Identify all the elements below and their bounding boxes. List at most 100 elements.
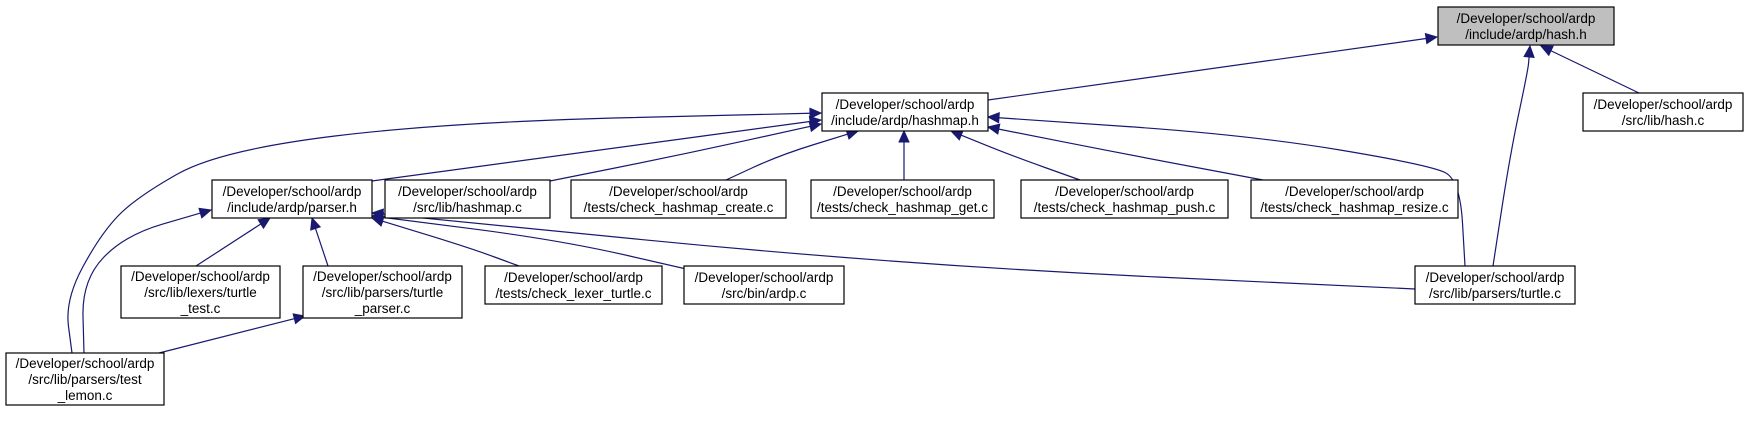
node-label-line: _parser.c (354, 301, 411, 316)
arrowhead (257, 217, 272, 230)
edge-line (371, 120, 811, 182)
node-box[interactable] (683, 265, 845, 305)
node-box[interactable] (484, 265, 663, 305)
edge-line (1492, 56, 1530, 267)
node-label-line: /tests/check_lexer_turtle.c (495, 286, 651, 301)
node-label-line: _lemon.c (57, 388, 113, 403)
node-label-line: /Developer/school/ardp (223, 184, 362, 199)
node-label-line: /Developer/school/ardp (504, 270, 643, 285)
edge-ardp_c-to-parser_h (370, 211, 696, 272)
node-box[interactable] (1020, 179, 1229, 219)
node-lexers_turtle_test[interactable]: /Developer/school/ardp/src/lib/lexers/tu… (120, 265, 281, 319)
node-label-line: /Developer/school/ardp (836, 97, 975, 112)
node-parsers_turtle_parser[interactable]: /Developer/school/ardp/src/lib/parsers/t… (302, 265, 463, 319)
node-label-line: /Developer/school/ardp (131, 269, 270, 284)
node-box[interactable] (120, 265, 281, 319)
edge-line (382, 216, 696, 272)
arrowhead (986, 112, 1000, 124)
arrowhead (1523, 44, 1535, 58)
node-label-line: /Developer/school/ardp (1426, 270, 1565, 285)
edge-parsers_turtle_c-to-parser_h (370, 208, 1416, 290)
node-label-line: /src/lib/parsers/turtle (322, 285, 444, 300)
edge-line (725, 133, 848, 181)
node-check_hashmap_push[interactable]: /Developer/school/ardp/tests/check_hashm… (1020, 179, 1229, 219)
node-parsers_turtle_c[interactable]: /Developer/school/ardp/src/lib/parsers/t… (1414, 265, 1576, 305)
node-box[interactable] (1250, 179, 1459, 219)
node-box[interactable] (211, 179, 373, 219)
node-label-line: /tests/check_hashmap_resize.c (1260, 200, 1449, 215)
node-hashmap_c[interactable]: /Developer/school/ardp/src/lib/hashmap.c (384, 179, 551, 219)
arrowhead (370, 208, 384, 220)
node-box[interactable] (1582, 92, 1744, 132)
edge-hashmap_h-to-hash_h (987, 32, 1439, 101)
node-label-line: /include/ardp/parser.h (227, 200, 357, 215)
node-box[interactable] (1437, 6, 1615, 46)
edge-line (1550, 50, 1640, 94)
node-label-line: /src/lib/hashmap.c (413, 200, 522, 215)
node-box[interactable] (570, 179, 787, 219)
arrowhead (1424, 32, 1439, 45)
edge-line (82, 212, 201, 354)
node-hash_h[interactable]: /Developer/school/ardp/include/ardp/hash… (1437, 6, 1615, 46)
arrowhead (310, 216, 322, 231)
node-hashmap_h[interactable]: /Developer/school/ardp/include/ardp/hash… (821, 92, 989, 132)
edge-hash_c-to-hash_h (1539, 45, 1640, 94)
arrowhead (986, 123, 1001, 135)
edge-line (549, 125, 811, 182)
edge-lexers_turtle_test-to-parser_h (195, 217, 272, 267)
node-box[interactable] (821, 92, 989, 132)
edge-check_hashmap_create-to-hashmap_h (725, 128, 860, 181)
node-label-line: /include/ardp/hash.h (1465, 27, 1587, 42)
node-parsers_test_lemon[interactable]: /Developer/school/ardp/src/lib/parsers/t… (5, 352, 165, 406)
node-box[interactable] (384, 179, 551, 219)
node-label-line: /tests/check_hashmap_create.c (584, 200, 774, 215)
arrowhead (949, 129, 964, 141)
node-ardp_c[interactable]: /Developer/school/ardp/src/bin/ardp.c (683, 265, 845, 305)
node-label-line: /Developer/school/ardp (1457, 11, 1596, 26)
node-hash_c[interactable]: /Developer/school/ardp/src/lib/hash.c (1582, 92, 1744, 132)
node-label-line: /Developer/school/ardp (313, 269, 452, 284)
node-label-line: /src/bin/ardp.c (722, 286, 807, 301)
node-label-line: /Developer/school/ardp (609, 184, 748, 199)
arrowhead (198, 207, 213, 219)
node-check_lexer_turtle[interactable]: /Developer/school/ardp/tests/check_lexer… (484, 265, 663, 305)
nodes-layer: /Developer/school/ardp/include/ardp/hash… (5, 6, 1744, 406)
edge-line (195, 223, 262, 267)
arrowhead (808, 120, 823, 133)
edge-parsers_turtle_parser-to-parser_h (310, 216, 329, 267)
edge-hashmap_c-to-hashmap_h (549, 120, 823, 182)
edge-check_lexer_turtle-to-parser_h (370, 215, 520, 267)
node-label-line: /Developer/school/ardp (1594, 97, 1733, 112)
node-check_hashmap_create[interactable]: /Developer/school/ardp/tests/check_hashm… (570, 179, 787, 219)
edge-line (382, 213, 1416, 290)
edge-line (998, 128, 1264, 181)
node-label-line: /src/lib/parsers/turtle.c (1429, 286, 1561, 301)
edge-parsers_turtle_c-to-hash_h (1492, 44, 1535, 267)
arrowhead (1539, 45, 1554, 57)
node-label-line: _test.c (180, 301, 221, 316)
node-label-line: /src/lib/parsers/test (28, 372, 142, 387)
node-check_hashmap_get[interactable]: /Developer/school/ardp/tests/check_hashm… (810, 179, 995, 219)
node-label-line: /tests/check_hashmap_push.c (1034, 200, 1216, 215)
edge-line (987, 37, 1427, 101)
node-label-line: /Developer/school/ardp (1055, 184, 1194, 199)
node-box[interactable] (1414, 265, 1576, 305)
node-check_hashmap_resize[interactable]: /Developer/school/ardp/tests/check_hashm… (1250, 179, 1459, 219)
node-box[interactable] (810, 179, 995, 219)
edges-layer (67, 32, 1640, 354)
node-label-line: /Developer/school/ardp (398, 184, 537, 199)
edge-line (158, 318, 295, 354)
node-parser_h[interactable]: /Developer/school/ardp/include/ardp/pars… (211, 179, 373, 219)
node-label-line: /Developer/school/ardp (695, 270, 834, 285)
node-label-line: /include/ardp/hashmap.h (831, 113, 979, 128)
edge-line (314, 228, 329, 267)
edge-check_hashmap_get-to-hashmap_h (898, 129, 910, 180)
node-box[interactable] (5, 352, 165, 406)
node-box[interactable] (302, 265, 463, 319)
edge-parsers_test_lemon-to-parser_h (82, 207, 213, 354)
edge-line (960, 134, 1081, 181)
edge-line (382, 220, 520, 267)
edge-parsers_test_lemon-to-parsers_turtle_parser (158, 313, 307, 354)
arrowhead (292, 313, 307, 325)
